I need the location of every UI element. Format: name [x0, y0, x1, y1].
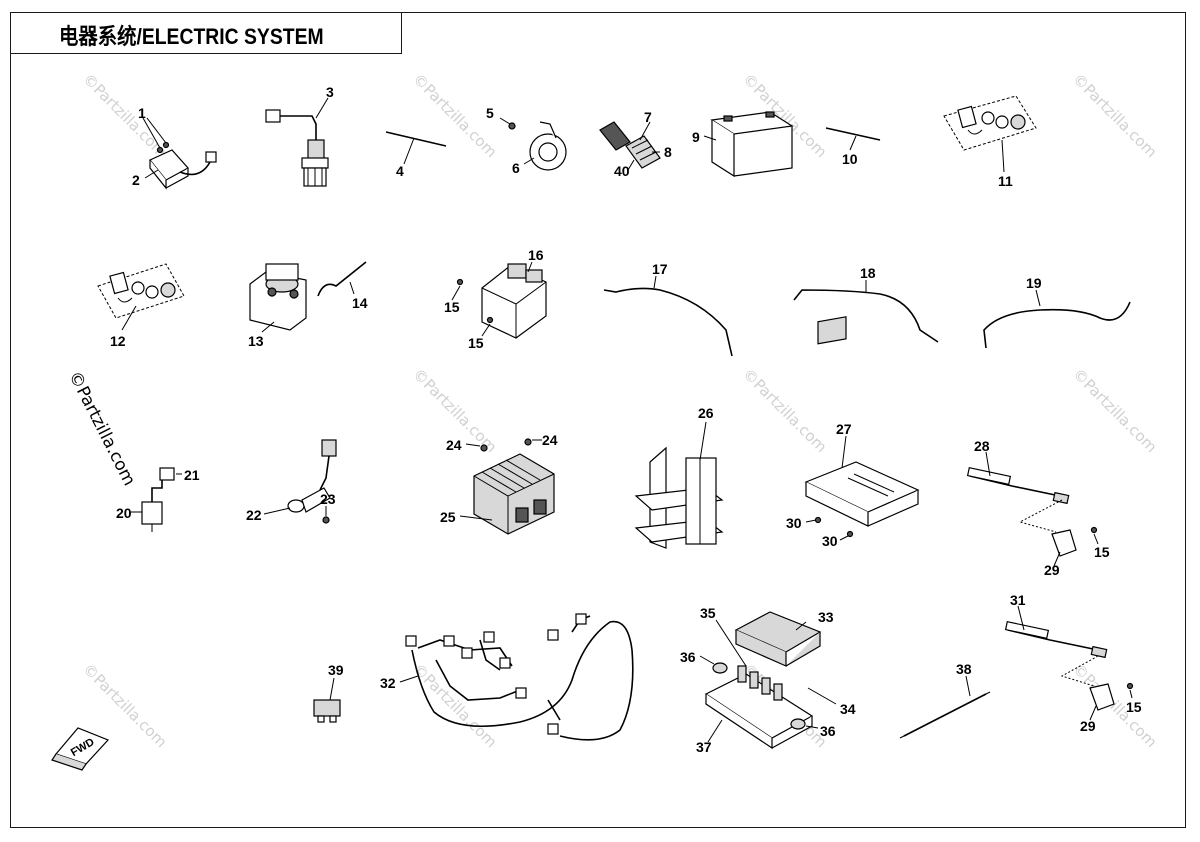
- callout-21: 21: [184, 467, 200, 483]
- part-battery: [710, 111, 794, 178]
- callout-32: 32: [380, 675, 396, 691]
- callout-22: 22: [246, 507, 262, 523]
- callout-36a: 36: [680, 649, 696, 665]
- part-battery-strap: [825, 127, 881, 141]
- part-cdi-module: [456, 263, 547, 339]
- callout-7: 7: [644, 109, 652, 125]
- callout-11: 11: [998, 173, 1013, 189]
- callout-39: 39: [328, 662, 344, 678]
- callout-16: 16: [528, 247, 544, 263]
- part-cable-14: [317, 261, 367, 297]
- callout-30a: 30: [786, 515, 802, 531]
- callout-27: 27: [836, 421, 852, 437]
- part-main-harness: [405, 613, 634, 741]
- callout-33: 33: [818, 609, 834, 625]
- fwd-arrow-icon: FWD: [51, 727, 110, 771]
- part-horn: [508, 121, 567, 171]
- callout-8: 8: [664, 144, 672, 160]
- callout-15d: 15: [1126, 699, 1142, 715]
- callout-4: 4: [396, 163, 404, 179]
- callout-29a: 29: [1044, 562, 1060, 578]
- callout-23: 23: [320, 491, 336, 507]
- callout-30b: 30: [822, 533, 838, 549]
- callout-38: 38: [956, 661, 972, 677]
- part-o2-sensor-28: [966, 467, 1098, 557]
- callout-31: 31: [1010, 592, 1026, 608]
- callout-15a: 15: [444, 299, 460, 315]
- part-cable-17: [603, 287, 733, 357]
- part-cable-18: [793, 289, 939, 343]
- part-fuse-box: [704, 611, 822, 750]
- callout-10: 10: [842, 151, 858, 167]
- part-sensor-22: [287, 439, 337, 524]
- callout-35: 35: [700, 605, 716, 621]
- title-box: 电器系统/ELECTRIC SYSTEM: [10, 12, 402, 54]
- callout-34: 34: [840, 701, 856, 717]
- callout-14: 14: [352, 295, 368, 311]
- callout-37: 37: [696, 739, 712, 755]
- callout-18: 18: [860, 265, 876, 281]
- part-ecu: [804, 316, 920, 538]
- callout-40: 40: [614, 163, 630, 179]
- callout-19: 19: [1026, 275, 1042, 291]
- part-speed-sensor: [265, 109, 329, 187]
- part-lamp-kit-12: [97, 263, 185, 319]
- callout-28: 28: [974, 438, 990, 454]
- part-cable-19: [983, 301, 1131, 349]
- part-flasher-relay: [149, 141, 217, 190]
- diagram-frame: [10, 12, 1186, 828]
- callout-5: 5: [486, 105, 494, 121]
- callout-1: 1: [138, 105, 146, 121]
- diagram-title: 电器系统/ELECTRIC SYSTEM: [59, 24, 324, 49]
- part-switch-20: [141, 467, 175, 532]
- callout-13: 13: [248, 333, 264, 349]
- callout-29b: 29: [1080, 718, 1096, 734]
- callout-36b: 36: [820, 723, 836, 739]
- part-lamp-kit-11: [943, 95, 1037, 151]
- part-o2-sensor-31: [1004, 621, 1134, 711]
- callout-26: 26: [698, 405, 714, 421]
- callout-6: 6: [512, 160, 520, 176]
- part-rod-38: [899, 691, 991, 739]
- callout-9: 9: [692, 129, 700, 145]
- part-bracket-26: [634, 446, 724, 549]
- part-voltage-regulator: [473, 438, 555, 535]
- callout-17: 17: [652, 261, 668, 277]
- callout-25: 25: [440, 509, 456, 525]
- callout-24a: 24: [446, 437, 462, 453]
- part-connectors: [599, 121, 661, 169]
- callout-24b: 24: [542, 432, 558, 448]
- callout-3: 3: [326, 84, 334, 100]
- part-fuse-39: [313, 699, 341, 723]
- part-starter-relay: [249, 263, 307, 331]
- part-cable-tie: [385, 131, 447, 147]
- callout-15c: 15: [1094, 544, 1110, 560]
- callout-2: 2: [132, 172, 140, 188]
- callout-12: 12: [110, 333, 126, 349]
- callout-15b: 15: [468, 335, 484, 351]
- callout-20: 20: [116, 505, 132, 521]
